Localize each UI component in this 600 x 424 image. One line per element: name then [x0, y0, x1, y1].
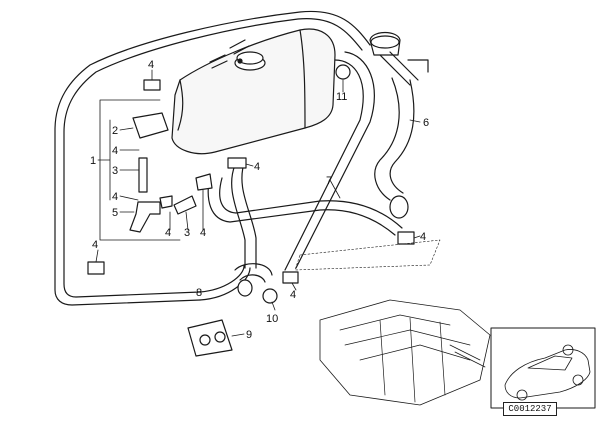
callouts: 1 2 3 3 4 4 4 4 4 4 4 4 4 5 6 7 8 9 10 1…: [90, 59, 429, 341]
t-piece-5: [129, 201, 161, 233]
hose-right-diag: [284, 51, 375, 271]
callout-7: 7: [326, 175, 332, 187]
callout-4h: 4: [420, 231, 426, 243]
callout-4f: 4: [200, 227, 206, 239]
cap-dot: [237, 58, 243, 64]
callout-4b: 4: [112, 145, 118, 157]
tank-nozzle: [209, 39, 250, 69]
hose-7: [207, 174, 403, 236]
tank-cap-top: [236, 51, 264, 65]
leader-lines: [95, 69, 421, 337]
car-wheel-front: [516, 389, 528, 401]
clamp-left: [87, 261, 105, 275]
callout-9: 9: [246, 329, 252, 341]
expansion-tank: [171, 28, 336, 155]
callout-1: 1: [90, 155, 96, 167]
car-wheel-rear: [572, 374, 584, 386]
filler-neck: [369, 31, 401, 56]
callout-2: 2: [112, 125, 118, 137]
car-thumbnail-frame: [490, 327, 596, 409]
callout-4c: 4: [112, 191, 118, 203]
mount-9-hole-b: [214, 331, 226, 343]
filler-pipe: [379, 51, 429, 86]
clamp-top: [143, 79, 161, 91]
filler-cap: [370, 35, 400, 49]
clamp-right: [397, 231, 415, 245]
reference-code: C0012237: [503, 402, 557, 416]
callout-8: 8: [196, 287, 202, 299]
hose-8: [199, 265, 251, 301]
engine-detail: [339, 314, 471, 403]
connector-3b: [173, 195, 197, 215]
callout-4i: 4: [290, 289, 296, 301]
callout-4e: 4: [165, 227, 171, 239]
detail-box: [99, 99, 181, 241]
callout-4a: 4: [148, 59, 154, 71]
engine-box-dash: [294, 239, 441, 271]
grommet-10: [262, 288, 278, 304]
outer-hose: [54, 10, 371, 306]
connector-3: [138, 157, 148, 193]
elbow-lower: [234, 263, 273, 283]
hose-center: [231, 159, 257, 269]
callout-6: 6: [423, 117, 429, 129]
sensor-2: [132, 112, 169, 139]
tank-edge: [177, 29, 306, 131]
hose-6-end: [389, 195, 409, 219]
callout-3a: 3: [112, 165, 118, 177]
mount-9-hole-a: [199, 334, 211, 346]
callout-4d: 4: [254, 161, 260, 173]
engine-block: [319, 299, 491, 406]
clip-4: [159, 173, 213, 209]
elbow-lower-end: [237, 279, 253, 297]
callout-11: 11: [336, 91, 347, 103]
engine-hose: [449, 344, 486, 368]
callout-5: 5: [112, 207, 118, 219]
callout-3b: 3: [184, 227, 190, 239]
callout-10: 10: [266, 313, 278, 325]
clamp-mid: [227, 157, 247, 169]
hose-6: [374, 77, 415, 201]
grommet-11: [335, 64, 351, 80]
car-highlight: [562, 344, 574, 356]
callout-4g: 4: [92, 239, 98, 251]
car-thumbnail: [504, 349, 591, 399]
clamp-lower: [282, 271, 299, 284]
